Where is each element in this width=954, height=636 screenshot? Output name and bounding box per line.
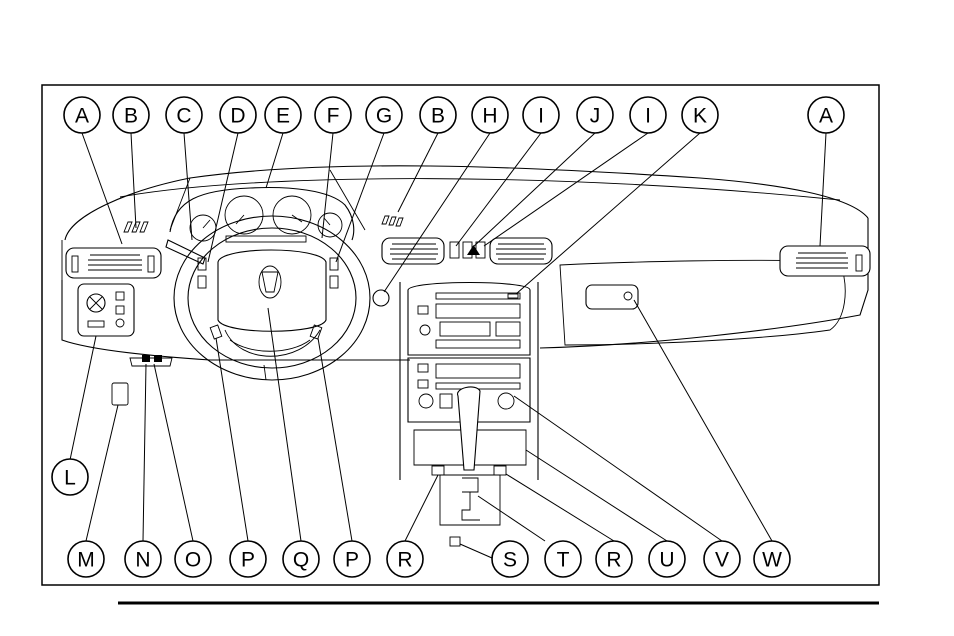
center-vents: [382, 238, 552, 264]
callout-label: V: [715, 549, 729, 572]
callout-label: A: [75, 105, 89, 128]
callout-label: D: [230, 105, 245, 128]
callout-label: O: [185, 549, 201, 572]
callout-bottom-w: W: [754, 541, 790, 577]
callout-top-j: J: [577, 97, 613, 133]
callout-label: U: [659, 549, 674, 572]
callout-bottom-p-right: P: [334, 541, 370, 577]
callout-label: R: [397, 549, 412, 572]
callout-label: Q: [293, 549, 309, 572]
callout-label: F: [327, 105, 340, 128]
callout-top-i-left: I: [523, 97, 559, 133]
callout-label: H: [482, 105, 497, 128]
callout-top-d: D: [220, 97, 256, 133]
callout-side-l: L: [52, 459, 88, 495]
callout-label: S: [503, 549, 517, 572]
callout-label: I: [538, 105, 544, 128]
callout-top-g: G: [366, 97, 402, 133]
dash-top-outline: [65, 166, 868, 240]
callout-bottom-r-right: R: [596, 541, 632, 577]
left-vent: [66, 248, 161, 278]
callout-label: N: [135, 549, 150, 572]
leader-lines: [70, 133, 826, 558]
callout-bottom-q: Q: [283, 541, 319, 577]
right-vent: [780, 246, 870, 276]
callout-top-b-left: B: [113, 97, 149, 133]
callout-label: A: [819, 105, 833, 128]
callout-label: B: [431, 105, 445, 128]
callout-bottom-o: O: [175, 541, 211, 577]
callout-label: J: [590, 105, 601, 128]
callout-bottom-n: N: [125, 541, 161, 577]
callout-top-k: K: [682, 97, 718, 133]
callout-label: E: [276, 105, 290, 128]
callout-label: I: [645, 105, 651, 128]
callout-top-h: H: [472, 97, 508, 133]
callout-top-a-right: A: [808, 97, 844, 133]
callout-top-c: C: [166, 97, 202, 133]
callout-label: L: [64, 467, 76, 490]
callout-label: K: [693, 105, 707, 128]
callout-label: G: [376, 105, 392, 128]
callout-bottom-t: T: [545, 541, 581, 577]
callout-label: C: [176, 105, 191, 128]
callout-bottom-p-left: P: [230, 541, 266, 577]
callout-label: B: [124, 105, 138, 128]
glovebox: [586, 285, 638, 309]
diagram-frame: [42, 85, 879, 585]
callout-bottom-v: V: [704, 541, 740, 577]
callout-top-b-right: B: [420, 97, 456, 133]
shift-lever: [458, 387, 480, 520]
callout-top-f: F: [315, 97, 351, 133]
headlamp-switch: [78, 284, 134, 336]
callout-top-a-left: A: [64, 97, 100, 133]
audio-system: [408, 283, 530, 356]
callout-bottom-u: U: [649, 541, 685, 577]
callout-label: R: [606, 549, 621, 572]
callout-label: P: [345, 549, 359, 572]
callout-top-i-right: I: [630, 97, 666, 133]
callout-label: W: [762, 549, 782, 572]
callout-bottom-s: S: [492, 541, 528, 577]
callout-label: P: [241, 549, 255, 572]
callout-label: T: [557, 549, 570, 572]
dashboard-drawing: [62, 166, 870, 546]
callout-bottom-r-left: R: [387, 541, 423, 577]
callout-bottom-m: M: [68, 541, 104, 577]
callout-top-e: E: [265, 97, 301, 133]
callout-label: M: [77, 549, 95, 572]
